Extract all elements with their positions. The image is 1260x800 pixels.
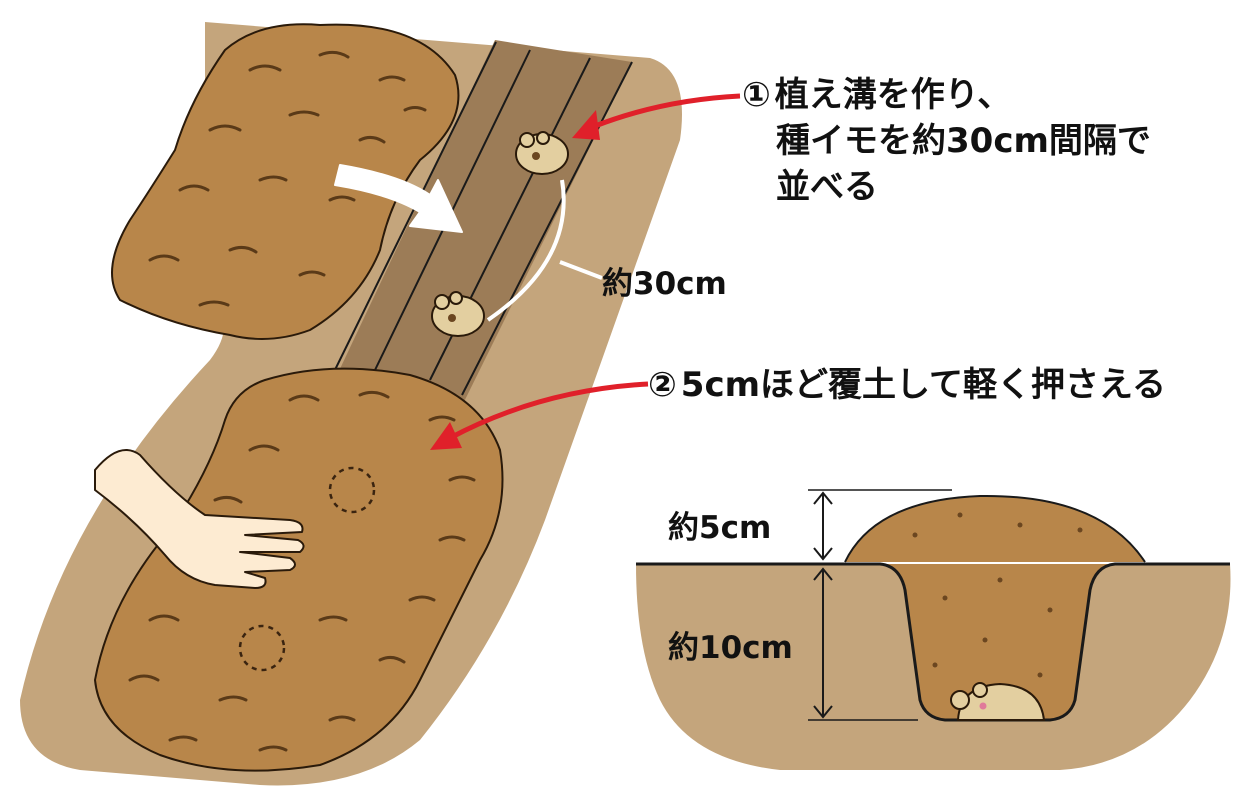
planting-trench — [330, 40, 632, 420]
trench-edge-line — [329, 41, 497, 381]
step1-number: ① — [742, 75, 771, 115]
seed-potato-icon — [515, 131, 569, 175]
dimension-arrow-5cm — [813, 491, 833, 561]
hand-icon — [94, 449, 305, 589]
seed-potato-icon — [431, 291, 485, 337]
spacing-label: 約30cm — [602, 266, 727, 302]
soil-texture — [148, 50, 427, 307]
buried-seed-potato-outline — [238, 624, 286, 672]
red-arrow-icon — [572, 93, 741, 140]
mound-outline — [844, 494, 1146, 563]
step2-text: 5cmほど覆土して軽く押さえる — [680, 365, 1166, 405]
cover-depth-label: 約5cm — [668, 510, 772, 546]
soil-texture — [128, 390, 476, 752]
step1-line-1: 植え溝を作り、 — [774, 75, 1012, 115]
spacing-leader-line — [559, 260, 603, 280]
cross-section-trench — [880, 564, 1115, 720]
trench-edge-line — [461, 61, 633, 396]
step2-number: ② — [648, 365, 677, 405]
step1-line-2: 種イモを約30cm間隔で — [776, 121, 1151, 161]
cross-section-mound — [845, 495, 1145, 562]
soil-mound-upper — [111, 23, 460, 340]
spacing-bracket — [486, 179, 566, 322]
white-arrow-icon — [334, 164, 463, 233]
seed-potato-icon — [950, 682, 1046, 721]
cross-section-diagram — [636, 489, 1231, 770]
trench-depth-label: 約10cm — [668, 630, 793, 666]
dimension-arrow-10cm — [813, 567, 833, 719]
step1-line-3: 並べる — [776, 167, 878, 207]
red-arrow-icon — [430, 381, 649, 450]
buried-seed-potato-outline — [328, 466, 376, 514]
